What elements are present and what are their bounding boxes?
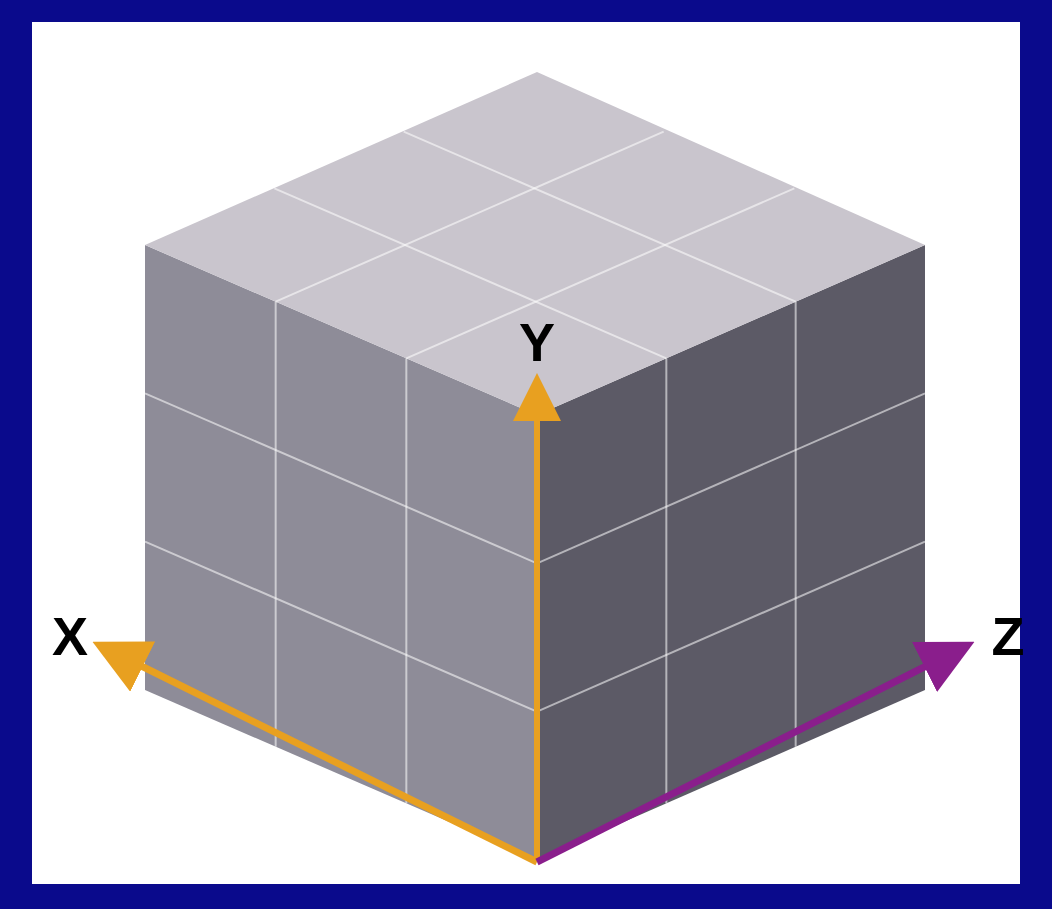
grid-line xyxy=(537,393,925,563)
axis-label: Y xyxy=(519,315,555,369)
y-axis-arrow xyxy=(534,385,540,862)
grid-line xyxy=(404,132,796,302)
grid-line xyxy=(405,358,407,803)
grid-line xyxy=(145,393,537,563)
grid-line xyxy=(665,358,667,803)
grid-line xyxy=(275,302,277,747)
grid-line xyxy=(145,542,537,712)
grid-line xyxy=(406,188,794,358)
grid-line xyxy=(274,188,666,358)
x-axis-arrow xyxy=(105,648,537,862)
grid-line xyxy=(537,542,925,712)
z-axis-arrow xyxy=(537,648,962,862)
axis-label: Z xyxy=(992,609,1025,663)
grid-line xyxy=(276,132,664,302)
axis-label: X xyxy=(52,609,88,663)
cube-top-face xyxy=(145,72,925,415)
grid-line xyxy=(795,302,797,747)
